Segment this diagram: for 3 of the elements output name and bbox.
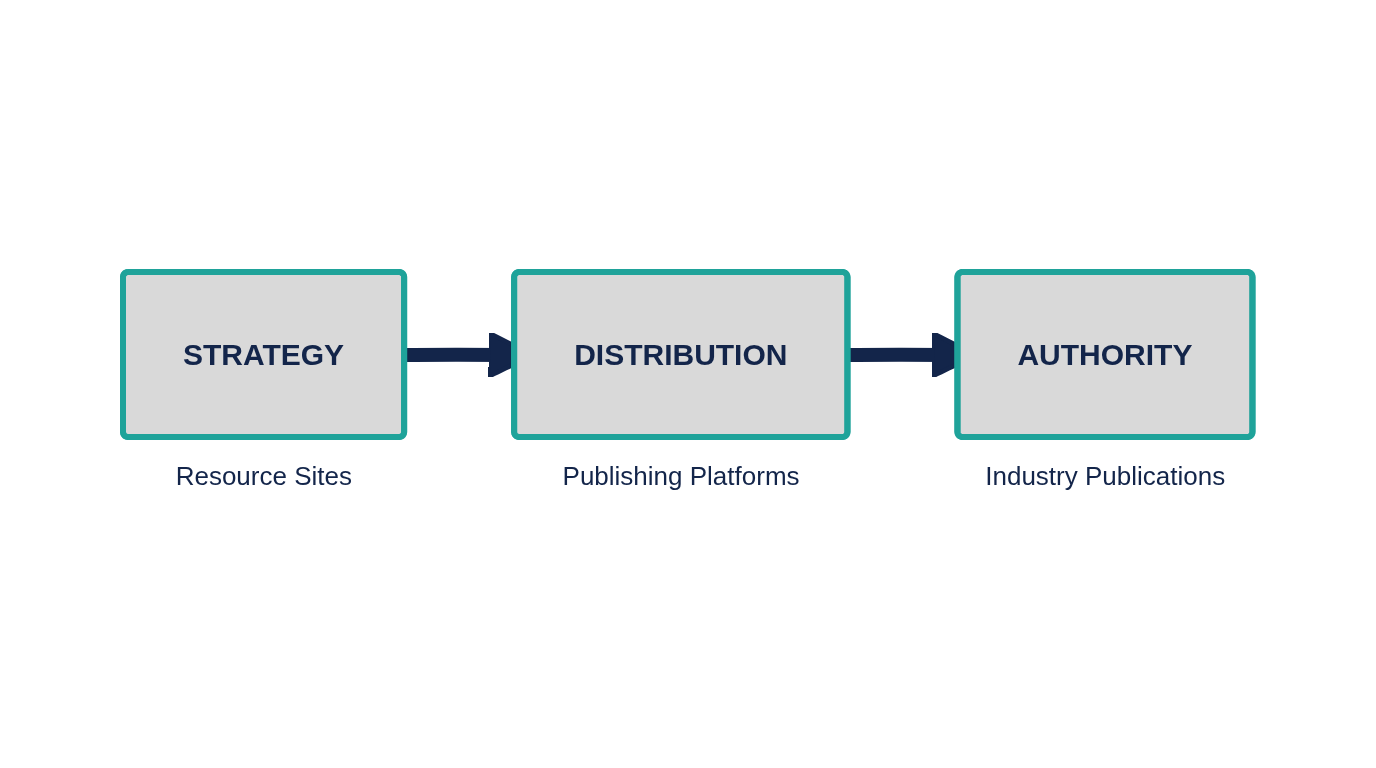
node-caption: Publishing Platforms [562,460,800,492]
node-caption: Industry Publications [985,460,1226,492]
node-caption: Resource Sites [175,460,352,492]
